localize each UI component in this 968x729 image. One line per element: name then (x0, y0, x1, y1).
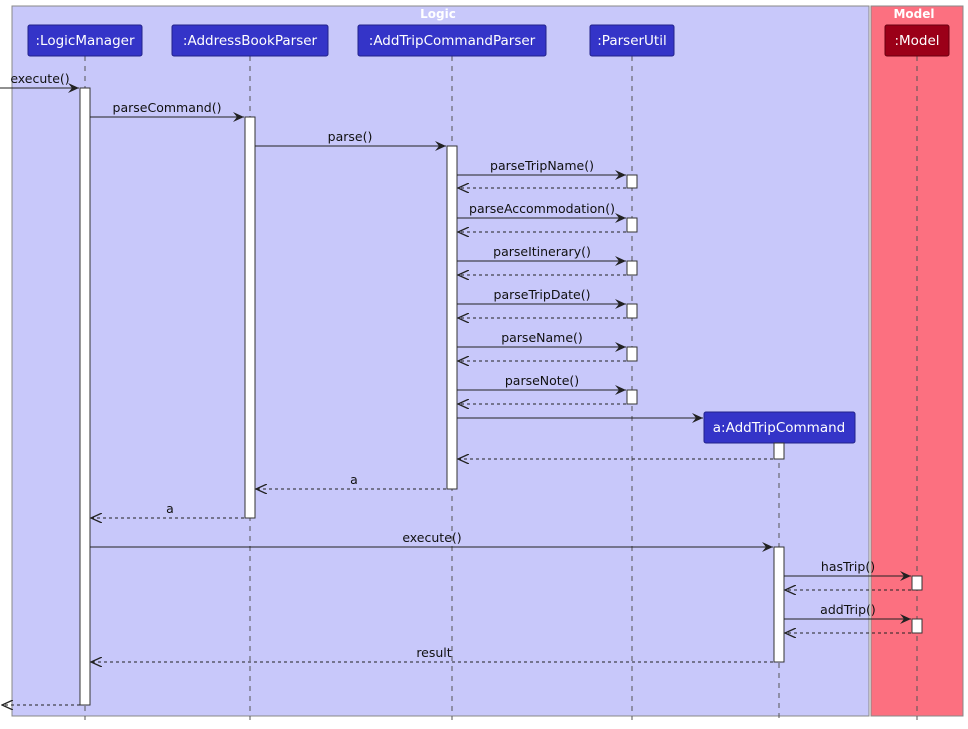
activations (79, 87, 923, 706)
message-label: parseAccommodation() (469, 201, 615, 216)
participant-add-trip-command-parser: :AddTripCommandParser (357, 24, 547, 57)
message-5: parseAccommodation() (457, 201, 626, 223)
message-9: parseTripDate() (457, 287, 626, 309)
message-label: parseTripDate() (494, 287, 591, 302)
message-1: parseCommand() (90, 100, 244, 122)
message-label: parseItinerary() (493, 244, 591, 259)
participant-label: :AddressBookParser (183, 33, 318, 49)
message-label: hasTrip() (821, 559, 875, 574)
message-19: execute() (90, 530, 773, 552)
box-logic: Logic (11, 5, 870, 717)
message-20: hasTrip() (784, 559, 911, 581)
message-label: execute() (402, 530, 461, 545)
message-7: parseItinerary() (457, 244, 626, 266)
message-label: parseCommand() (113, 100, 222, 115)
activation-address-book-parser (244, 116, 256, 519)
participant-address-book-parser: :AddressBookParser (171, 24, 329, 57)
participant-label: :AddTripCommandParser (369, 33, 536, 49)
activation-add-trip-command-parser (446, 145, 458, 490)
box-model-title: Model (893, 7, 934, 21)
activation-parser-util (626, 260, 638, 276)
activation-model (911, 618, 923, 634)
message-label: a (350, 472, 358, 487)
participant-model: :Model (884, 24, 950, 57)
message-label: parseTripName() (490, 158, 594, 173)
messages: execute() parseCommand() parse() parseTripN… (0, 71, 911, 705)
activation-add-trip-command (773, 546, 785, 663)
participant-add-trip-command: a:AddTripCommand (703, 411, 856, 444)
message-label: parse() (328, 129, 373, 144)
activation-add-trip-command (773, 442, 785, 460)
participant-label: :LogicManager (35, 33, 134, 49)
activation-parser-util (626, 346, 638, 362)
box-logic-title: Logic (420, 7, 456, 21)
message-13: parseNote() (457, 373, 626, 395)
activation-parser-util (626, 174, 638, 189)
message-0: execute() (0, 71, 79, 93)
message-label: addTrip() (820, 602, 876, 617)
participant-label: :Model (894, 33, 939, 49)
activation-parser-util (626, 303, 638, 319)
activation-logic-manager (79, 87, 91, 706)
message-label: parseNote() (505, 373, 579, 388)
activation-parser-util (626, 217, 638, 233)
activation-model (911, 575, 923, 591)
message-label: a (166, 501, 174, 516)
message-label: result (416, 645, 451, 660)
message-label: parseName() (501, 330, 583, 345)
message-11: parseName() (457, 330, 626, 352)
participant-parser-util: :ParserUtil (589, 24, 675, 57)
message-18: a (91, 501, 244, 518)
message-22: addTrip() (784, 602, 911, 624)
message-24: result (91, 645, 773, 662)
message-3: parseTripName() (457, 158, 626, 180)
message-label: execute() (10, 71, 69, 86)
participant-label: :ParserUtil (597, 33, 666, 49)
message-2: parse() (255, 129, 446, 151)
activation-parser-util (626, 389, 638, 405)
message-17: a (256, 472, 446, 489)
participant-label: a:AddTripCommand (713, 420, 845, 436)
participant-logic-manager: :LogicManager (27, 24, 143, 57)
